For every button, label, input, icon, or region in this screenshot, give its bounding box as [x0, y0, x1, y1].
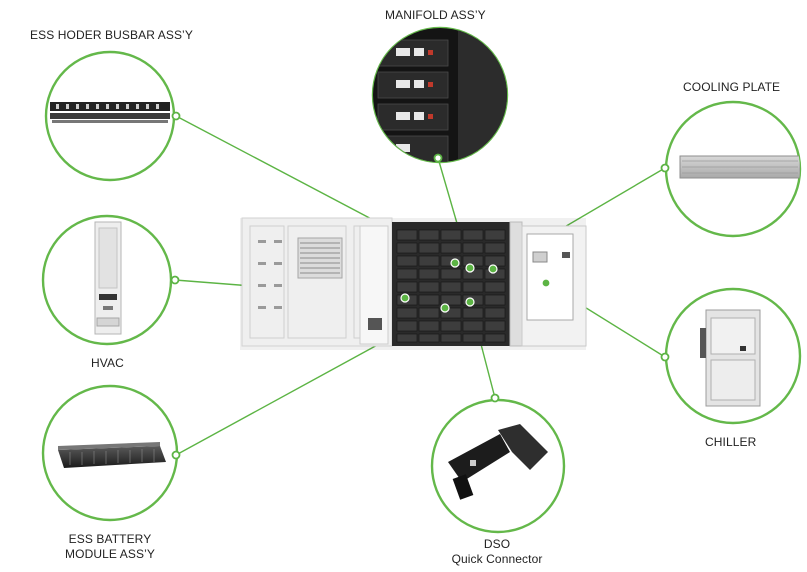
busbar-label: ESS HODER BUSBAR ASS’Y — [30, 28, 193, 42]
chiller-label: CHILLER — [705, 435, 757, 449]
battery-module-label-line1: ESS BATTERY — [68, 532, 152, 546]
hvac-anchor-dot — [170, 275, 180, 285]
dot-chiller — [541, 278, 551, 288]
cooling-plate-label: COOLING PLATE — [683, 80, 781, 94]
chiller-anchor-dot — [660, 352, 670, 362]
hvac-label: HVAC — [91, 356, 124, 370]
battery-rack-grid — [396, 229, 506, 343]
dso-label-line1: DSO — [483, 537, 511, 551]
dot-cooling-plate — [488, 264, 498, 274]
hvac-callout — [41, 214, 180, 346]
chiller-callout — [660, 287, 802, 425]
dso-image — [448, 424, 548, 500]
dso-label: DSO Quick Connector — [444, 537, 550, 567]
dot-dso — [465, 297, 475, 307]
dso-callout — [430, 393, 566, 534]
dot-manifold — [465, 263, 475, 273]
manifold-label: MANIFOLD ASS’Y — [385, 8, 486, 22]
battery-module-callout — [41, 384, 181, 522]
cooling-plate-image — [679, 155, 800, 179]
chiller-image — [700, 309, 761, 407]
dot-hvac — [400, 293, 410, 303]
manifold-callout — [371, 26, 509, 164]
battery-module-image — [58, 442, 166, 468]
battery-module-label: ESS BATTERY MODULE ASS’Y — [62, 532, 158, 562]
manifold-anchor-dot — [433, 153, 443, 163]
busbar-anchor-dot — [171, 111, 181, 121]
battery-module-label-line2: MODULE ASS’Y — [65, 547, 155, 561]
cooling-plate-callout — [660, 100, 802, 238]
dot-busbar — [450, 258, 460, 268]
ess-container — [240, 217, 587, 350]
cooling-plate-anchor-dot — [660, 163, 670, 173]
busbar-callout — [44, 50, 181, 182]
dso-anchor-dot — [490, 393, 500, 403]
battery-module-anchor-dot — [171, 450, 181, 460]
manifold-image — [373, 28, 507, 162]
hvac-image — [94, 221, 122, 335]
connection-dots — [400, 258, 551, 313]
busbar-image — [50, 102, 170, 123]
dso-label-line2: Quick Connector — [451, 552, 543, 566]
dot-battery-module — [440, 303, 450, 313]
